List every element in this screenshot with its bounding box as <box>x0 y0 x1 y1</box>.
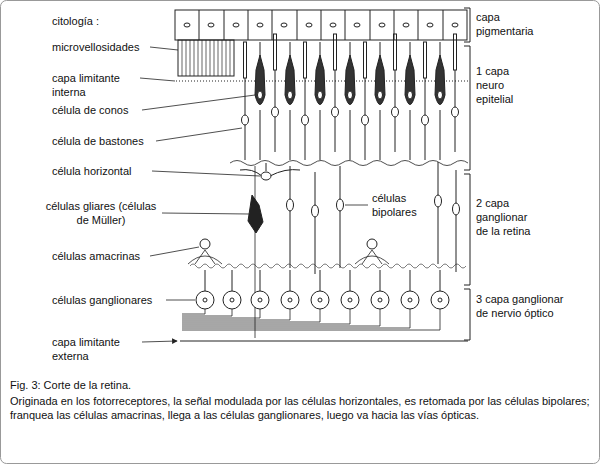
cone-cell <box>315 42 325 160</box>
pigment-nucleus <box>184 23 190 27</box>
part-label: 3 capa ganglionar de nervio óptico <box>476 292 566 320</box>
cone-cell <box>255 42 265 160</box>
horizontal-cell-body <box>261 172 271 180</box>
bipolar-cell <box>435 162 442 264</box>
muller-cell <box>248 166 263 338</box>
amacrine-branch <box>188 250 222 264</box>
ganglion-cell <box>223 270 241 309</box>
ganglion-cell <box>311 270 329 309</box>
cone-cell <box>285 42 295 160</box>
part-label: capa limitante interna <box>52 71 134 99</box>
part-label: capa pigmentaria <box>476 10 546 38</box>
part-label: células ganglionares <box>52 293 152 307</box>
ganglion-cells <box>182 270 449 330</box>
part-label: citología : <box>52 14 99 28</box>
part-label: 2 capa ganglionar de la retina <box>476 196 538 238</box>
microvilli-outline <box>178 40 234 76</box>
bipolar-cell <box>287 166 294 268</box>
part-label: microvellosidades <box>52 40 139 54</box>
leader-line <box>156 128 242 141</box>
pigment-nucleus <box>306 23 312 27</box>
leader-line <box>150 247 199 256</box>
cone-cell <box>435 42 445 160</box>
pigment-nucleus <box>330 23 336 27</box>
part-label: células bipolares <box>372 191 426 219</box>
pigment-nucleus <box>208 23 214 27</box>
leader-line <box>152 171 260 176</box>
part-label: 1 capa neuro epitelial <box>476 64 532 106</box>
leader-line <box>162 213 249 214</box>
pigment-nucleus <box>379 23 385 27</box>
pigment-nucleus <box>452 23 458 27</box>
bracket <box>464 8 470 42</box>
pigment-nuclei <box>184 23 458 27</box>
cone-cell <box>375 42 385 160</box>
outer-limiting-layer <box>180 341 468 342</box>
bipolar-cells <box>287 162 460 274</box>
pigment-layer <box>175 10 467 40</box>
muller-fiber <box>255 166 256 338</box>
cone-cell <box>405 42 415 160</box>
pigment-nucleus <box>427 23 433 27</box>
ganglion-cell <box>371 270 389 309</box>
horizontal-cell <box>240 163 300 180</box>
pigment-cell-wall <box>199 10 443 40</box>
rod-cell <box>302 42 309 160</box>
bracket <box>464 289 470 340</box>
leader-line <box>345 205 368 206</box>
leader-line <box>166 300 195 301</box>
amacrine-body <box>367 239 377 249</box>
microvilli <box>178 40 234 76</box>
part-label: célula de bastones <box>52 134 144 148</box>
layer-brackets <box>464 8 470 340</box>
ganglion-cell <box>431 270 449 309</box>
optic-fibers <box>182 309 440 330</box>
amacrine-cells <box>188 239 389 264</box>
bipolar-cell <box>453 170 460 272</box>
rod-cell <box>242 42 249 160</box>
ganglion-cell <box>341 270 359 309</box>
part-label: células gliares (células de Müller) <box>44 199 158 227</box>
rod-cell <box>422 42 429 160</box>
pigment-nucleus <box>233 23 239 27</box>
bracket <box>464 174 470 285</box>
ganglion-cell <box>196 270 214 309</box>
leader-line <box>140 78 175 81</box>
photoreceptors <box>242 34 459 160</box>
pigment-nucleus <box>403 23 409 27</box>
microvillus <box>182 40 230 76</box>
figure-caption: Originada en los fotorreceptores, la señ… <box>10 394 590 422</box>
bipolar-cell <box>337 166 344 268</box>
rod-cell <box>362 42 369 160</box>
part-label: célula de conos <box>52 103 128 117</box>
muller-body <box>248 195 263 233</box>
pigment-nucleus <box>281 23 287 27</box>
leader-line <box>142 95 255 110</box>
inner-plexiform-layer <box>190 264 466 268</box>
amacrine-branch <box>355 250 389 264</box>
part-label: célula horizontal <box>52 164 132 178</box>
rod-cell <box>332 34 339 152</box>
cone-cell <box>345 42 355 160</box>
part-label: células amacrinas <box>52 249 140 263</box>
pigment-band <box>175 10 467 40</box>
part-label: capa limitante externa <box>52 335 134 363</box>
rod-cell <box>272 34 279 152</box>
ganglion-cell <box>401 270 419 309</box>
bipolar-cell <box>312 172 319 274</box>
rod-cell <box>392 34 399 152</box>
rod-cell <box>452 34 459 152</box>
leader-lines <box>140 47 368 342</box>
leader-line <box>150 47 178 50</box>
bracket <box>464 46 470 170</box>
pigment-nucleus <box>257 23 263 27</box>
ganglion-cell <box>251 270 269 309</box>
leader-arrow <box>142 341 177 342</box>
ganglion-cell <box>281 270 299 309</box>
figure-title: Fig. 3: Corte de la retina. <box>10 378 590 392</box>
pigment-nucleus <box>354 23 360 27</box>
amacrine-body <box>200 239 210 249</box>
